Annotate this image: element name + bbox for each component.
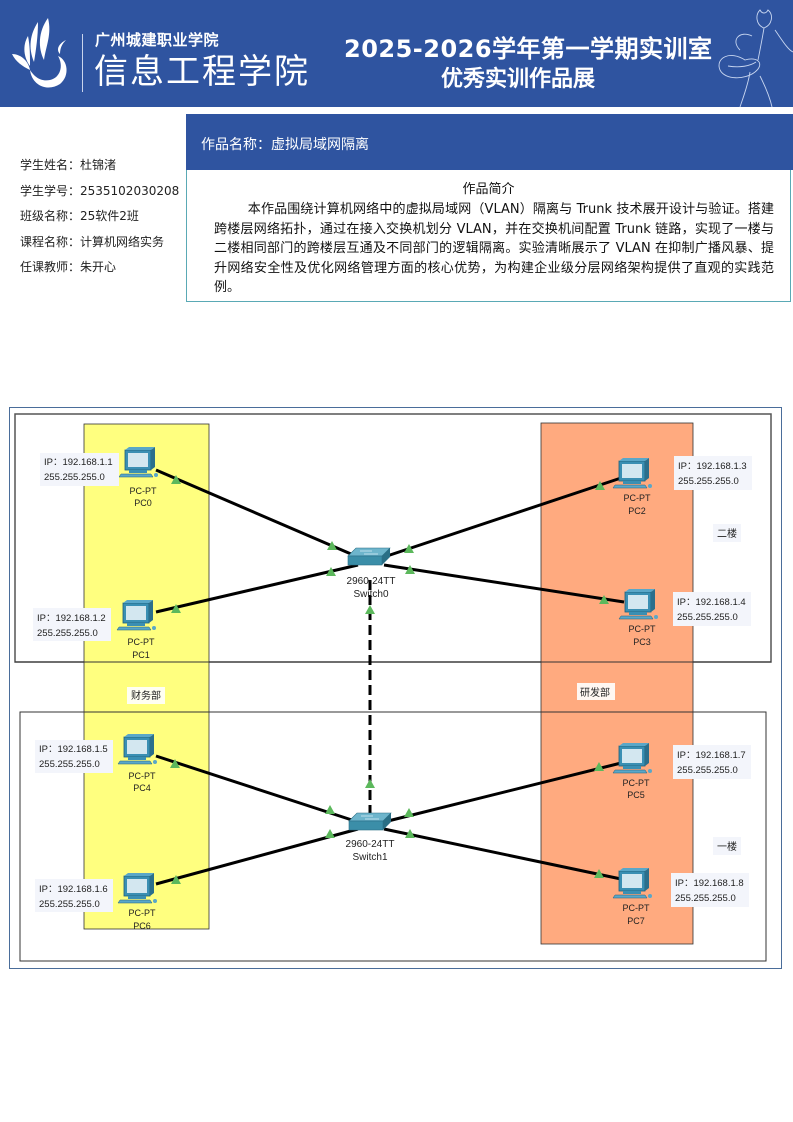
pc-name: PC2 <box>628 506 646 516</box>
pc-name: PC6 <box>133 921 151 931</box>
pc-4[interactable]: PC-PT PC4 <box>117 733 158 793</box>
finance-dept-label: 财务部 <box>131 689 161 702</box>
pc-type: PC-PT <box>623 903 651 913</box>
pc-3-ip-label: IP：192.168.1.4 255.255.255.0 <box>673 592 751 626</box>
pc-type: PC-PT <box>129 771 157 781</box>
intro-text: 本作品围绕计算机网络中的虚拟局域网（VLAN）隔离与 Trunk 技术展开设计与… <box>214 202 774 295</box>
pc-4-ip-label: IP：192.168.1.5 255.255.255.0 <box>35 740 113 773</box>
pc-type: PC-PT <box>624 493 652 503</box>
work-title: 作品名称：虚拟局域网隔离 <box>201 137 369 153</box>
work-title-bar: 作品名称：虚拟局域网隔离 <box>186 114 793 170</box>
floor-2-label: 二楼 <box>717 527 737 540</box>
floor-1-area <box>19 711 767 962</box>
pc-type: PC-PT <box>129 908 157 918</box>
finance-dept-area <box>83 423 210 930</box>
link-up-icon <box>325 829 335 838</box>
ip-address: IP：192.168.1.2 <box>37 613 106 624</box>
switch-0-label: Switch0 <box>353 589 388 600</box>
course-name: 课程名称：计算机网络实务 <box>20 234 165 249</box>
switch-1-label: Switch1 <box>352 852 387 863</box>
teacher-name: 任课教师：朱开心 <box>20 260 117 274</box>
subnet-mask: 255.255.255.0 <box>677 612 738 623</box>
subnet-mask: 255.255.255.0 <box>678 476 739 487</box>
link-pc4-switch1 <box>155 754 359 824</box>
header-banner: 广州城建职业学院 信息工程学院 2025-2026学年第一学期实训室 优秀实训作… <box>0 0 793 107</box>
network-topology-diagram: 财务部 研发部 二楼 一楼 2960-24TT Switch1 Switch0 … <box>9 407 782 969</box>
school-name: 广州城建职业学院 <box>95 31 220 49</box>
pc-3[interactable]: PC-PT PC3 <box>618 588 659 647</box>
switch-0[interactable]: 2960-24TT Switch1 Switch0 <box>347 547 396 600</box>
student-name: 学生姓名：杜锦渚 <box>20 158 117 172</box>
link-switch0-pc3 <box>383 563 625 604</box>
pc-type: PC-PT <box>128 637 156 647</box>
student-id: 学生学号：2535102030208 <box>20 183 180 198</box>
pc-7[interactable]: PC-PT PC7 <box>612 867 653 926</box>
ip-address: IP：192.168.1.5 <box>39 744 108 755</box>
link-pc6-switch1 <box>155 827 359 886</box>
ip-address: IP：192.168.1.7 <box>677 750 746 761</box>
pc-6[interactable]: PC-PT PC6 <box>117 872 158 931</box>
pc-name: PC1 <box>132 650 150 660</box>
pc-7-ip-label: IP：192.168.1.8 255.255.255.0 <box>671 873 749 907</box>
link-up-icon <box>325 805 335 814</box>
pc-6-ip-label: IP：192.168.1.6 255.255.255.0 <box>35 879 113 912</box>
exhibition-title-line1: 2025-2026学年第一学期实训室 <box>344 35 713 63</box>
student-info: 学生姓名：杜锦渚 学生学号：2535102030208 班级名称：25软件2班 … <box>20 153 179 281</box>
exhibition-title-line2: 优秀实训作品展 <box>441 67 596 92</box>
pc-0-ip-label: IP：192.168.1.1 255.255.255.0 <box>40 453 119 486</box>
ip-address: IP：192.168.1.8 <box>675 878 744 889</box>
pc-name: PC4 <box>133 783 151 793</box>
pc-1-ip-label: IP：192.168.1.2 255.255.255.0 <box>33 608 111 641</box>
ip-address: IP：192.168.1.6 <box>39 884 108 895</box>
switch-icon <box>347 547 391 566</box>
pc-type: PC-PT <box>130 486 158 496</box>
pc-name: PC0 <box>134 498 152 508</box>
pc-0[interactable]: PC-PT PC0 <box>118 446 159 508</box>
lotus-icon <box>718 9 793 107</box>
college-name: 信息工程学院 <box>94 52 310 92</box>
switch-icon <box>348 812 392 831</box>
subnet-mask: 255.255.255.0 <box>44 472 105 483</box>
link-switch1-pc5 <box>383 761 622 824</box>
pc-type: PC-PT <box>623 778 651 788</box>
switch-0-model: 2960-24TT <box>347 576 396 587</box>
pc-name: PC5 <box>627 790 645 800</box>
link-switch0-pc2 <box>383 476 622 559</box>
link-up-icon <box>404 808 414 817</box>
flame-logo-icon <box>12 18 67 88</box>
work-intro-box: 作品简介 本作品围绕计算机网络中的虚拟局域网（VLAN）隔离与 Trunk 技术… <box>186 170 791 302</box>
ip-address: IP：192.168.1.1 <box>44 457 113 468</box>
intro-heading: 作品简介 <box>462 182 515 197</box>
pc-name: PC7 <box>627 916 645 926</box>
pc-2-ip-label: IP：192.168.1.3 255.255.255.0 <box>674 456 752 490</box>
rnd-dept-area <box>540 422 694 945</box>
topology-canvas: 财务部 研发部 二楼 一楼 2960-24TT Switch1 Switch0 … <box>14 413 772 962</box>
subnet-mask: 255.255.255.0 <box>675 893 736 904</box>
switch-1[interactable]: 2960-24TT Switch1 <box>346 812 395 863</box>
header-divider <box>82 34 83 92</box>
subnet-mask: 255.255.255.0 <box>39 899 100 910</box>
link-switch1-pc7 <box>383 827 622 881</box>
subnet-mask: 255.255.255.0 <box>39 759 100 770</box>
ip-address: IP：192.168.1.3 <box>678 461 747 472</box>
pc-2[interactable]: PC-PT PC2 <box>612 457 653 516</box>
links <box>155 468 625 886</box>
floor-1-label: 一楼 <box>717 840 737 853</box>
rnd-dept-label: 研发部 <box>580 686 610 699</box>
switch-1-model: 2960-24TT <box>346 839 395 850</box>
link-pc1-switch0 <box>155 563 359 614</box>
class-name: 班级名称：25软件2班 <box>20 209 139 223</box>
ip-address: IP：192.168.1.4 <box>677 597 746 608</box>
pc-type: PC-PT <box>629 624 657 634</box>
pc-5-ip-label: IP：192.168.1.7 255.255.255.0 <box>673 745 751 779</box>
link-pc0-switch0 <box>155 468 359 559</box>
link-up-icon <box>365 779 375 788</box>
pc-1[interactable]: PC-PT PC1 <box>116 599 157 660</box>
pc-name: PC3 <box>633 637 651 647</box>
subnet-mask: 255.255.255.0 <box>677 765 738 776</box>
subnet-mask: 255.255.255.0 <box>37 628 98 639</box>
pc-5[interactable]: PC-PT PC5 <box>612 742 653 800</box>
